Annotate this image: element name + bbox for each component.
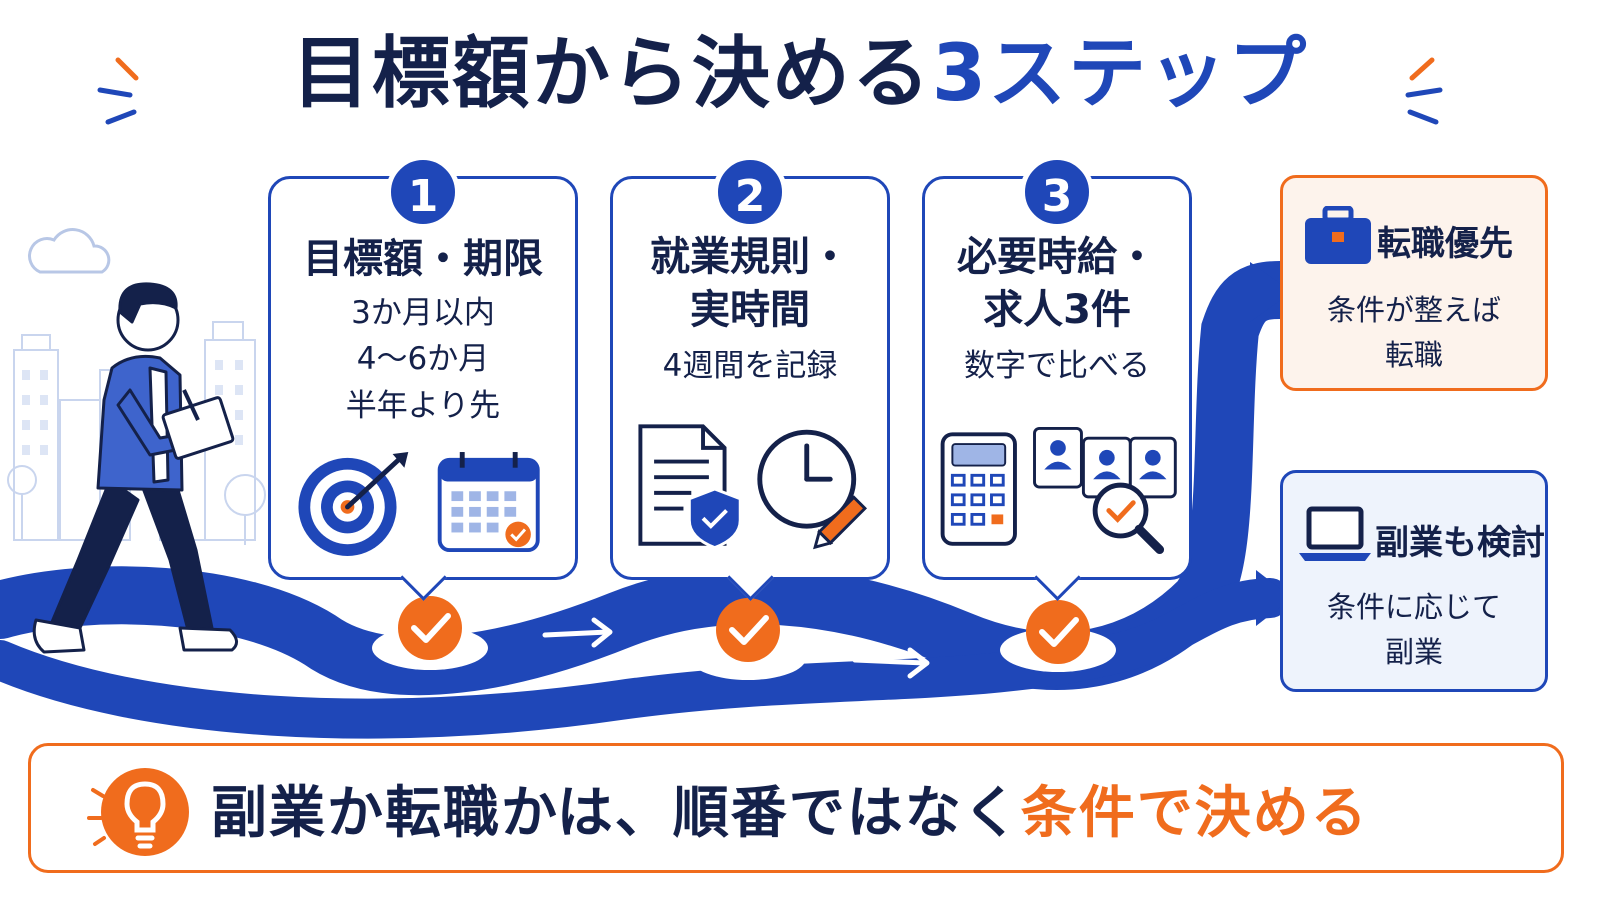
check-icon bbox=[716, 598, 780, 662]
step-icons bbox=[638, 424, 868, 550]
path-arrow-icon bbox=[542, 617, 613, 648]
city-windows bbox=[22, 360, 243, 455]
step-card-3: 3 必要時給・ 求人3件 数字で比べる bbox=[922, 155, 1192, 580]
step-title: 目標額・期限 bbox=[303, 236, 543, 282]
clock-pencil-icon bbox=[757, 429, 868, 550]
outcome-body-line: 条件が整えば bbox=[1326, 293, 1501, 327]
banner-highlight: 条件で決める bbox=[1020, 781, 1369, 846]
cloud-icon bbox=[28, 228, 111, 274]
step-title: 求人3件 bbox=[983, 286, 1131, 333]
title-accent: 3ステップ bbox=[931, 29, 1309, 119]
outcome-body-line: 条件に応じて bbox=[1326, 590, 1501, 624]
step-sub-line: 4〜6か月 bbox=[356, 341, 490, 378]
laptop-icon bbox=[1297, 505, 1373, 565]
arrow-low-branch-icon bbox=[1256, 570, 1292, 626]
briefcase-icon bbox=[1303, 205, 1373, 266]
lightbulb-icon bbox=[87, 760, 191, 864]
step-card-2: 2 就業規則・ 実時間 4週間を記録 bbox=[610, 155, 890, 580]
check-icon bbox=[398, 596, 462, 660]
outcome-body: 条件が整えば 転職 bbox=[1283, 288, 1545, 378]
step-sub-line: 数字で比べる bbox=[964, 347, 1150, 384]
outcome-body-line: 転職 bbox=[1384, 337, 1443, 372]
step-number-badge: 1 bbox=[386, 155, 460, 229]
tree-icon bbox=[7, 465, 266, 545]
step-icons bbox=[298, 452, 540, 556]
calendar-icon bbox=[437, 452, 540, 553]
step-sub-line: 3か月以内 bbox=[351, 294, 495, 331]
path-arrow-icon bbox=[852, 647, 930, 679]
banner-text: 副業か転職かは、順番ではなく条件で決める bbox=[211, 768, 1369, 849]
right-burst-icon bbox=[1405, 57, 1443, 125]
step-icons bbox=[940, 426, 1177, 555]
target-icon bbox=[298, 452, 409, 556]
conclusion-banner: 副業か転職かは、順番ではなく条件で決める bbox=[28, 743, 1564, 873]
arrow-up-branch-icon bbox=[1250, 262, 1292, 322]
step-number-badge: 3 bbox=[1020, 155, 1094, 229]
person-illustration bbox=[32, 282, 238, 654]
check-icon bbox=[1026, 600, 1090, 664]
profiles-search-icon bbox=[1033, 426, 1177, 555]
outcome-title: 転職優先 bbox=[1377, 224, 1513, 264]
left-burst-icon bbox=[97, 57, 139, 125]
step-sub-line: 4週間を記録 bbox=[662, 347, 838, 384]
outcome-body: 条件に応じて 副業 bbox=[1283, 585, 1545, 675]
outcome-card-job-change: 転職優先 条件が整えば 転職 bbox=[1280, 175, 1548, 391]
outcome-title: 副業も検討 bbox=[1375, 523, 1545, 563]
calculator-icon bbox=[940, 432, 1017, 546]
step-card-1: 1 目標額・期限 3か月以内 4〜6か月 半年より先 bbox=[268, 155, 578, 580]
document-shield-icon bbox=[638, 424, 742, 550]
winding-path bbox=[0, 261, 1309, 696]
outcome-body-line: 副業 bbox=[1384, 634, 1443, 669]
step-title: 実時間 bbox=[690, 286, 810, 333]
banner-main-text: 副業か転職かは、順番ではなく bbox=[211, 781, 1021, 846]
step-title: 就業規則・ bbox=[650, 234, 850, 280]
step-sub-line: 半年より先 bbox=[345, 387, 501, 424]
outcome-card-side-job: 副業も検討 条件に応じて 副業 bbox=[1280, 470, 1548, 692]
step-number-badge: 2 bbox=[713, 155, 787, 229]
step-title: 必要時給・ bbox=[957, 234, 1157, 280]
page-title: 目標額から決める3ステップ bbox=[0, 28, 1600, 122]
title-main: 目標額から決める bbox=[291, 29, 932, 119]
